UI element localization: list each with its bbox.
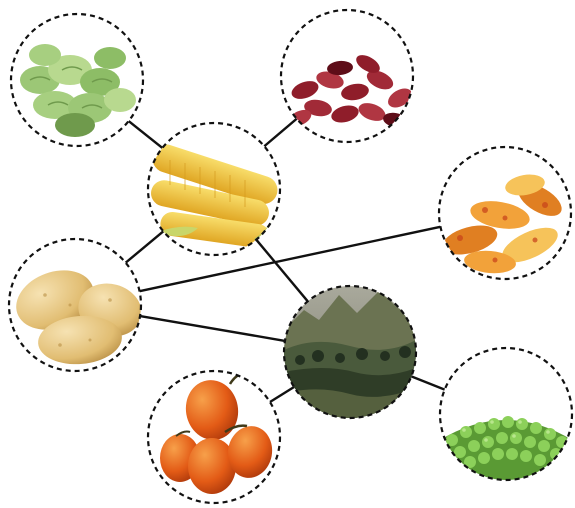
- corn-node: [148, 123, 281, 255]
- edge-landscape-tree-tomato: [270, 387, 294, 402]
- green-peas-node: [440, 348, 572, 500]
- edge-red-beans-corn: [264, 119, 296, 147]
- edge-corn-potatoes: [126, 231, 164, 262]
- edge-potatoes-landscape: [140, 316, 285, 341]
- andean-landscape-photo: [284, 286, 416, 428]
- tree-tomato-node: [148, 371, 280, 503]
- potatoes-node: [8, 239, 148, 371]
- edge-landscape-peas: [411, 376, 444, 389]
- landscape-node: [284, 286, 416, 428]
- oca-node: [439, 147, 571, 279]
- red-kidney-beans-node: [281, 10, 415, 142]
- fava-beans-node: [11, 14, 143, 146]
- edge-fava-beans-corn: [129, 121, 163, 148]
- edge-corn-landscape: [256, 240, 307, 302]
